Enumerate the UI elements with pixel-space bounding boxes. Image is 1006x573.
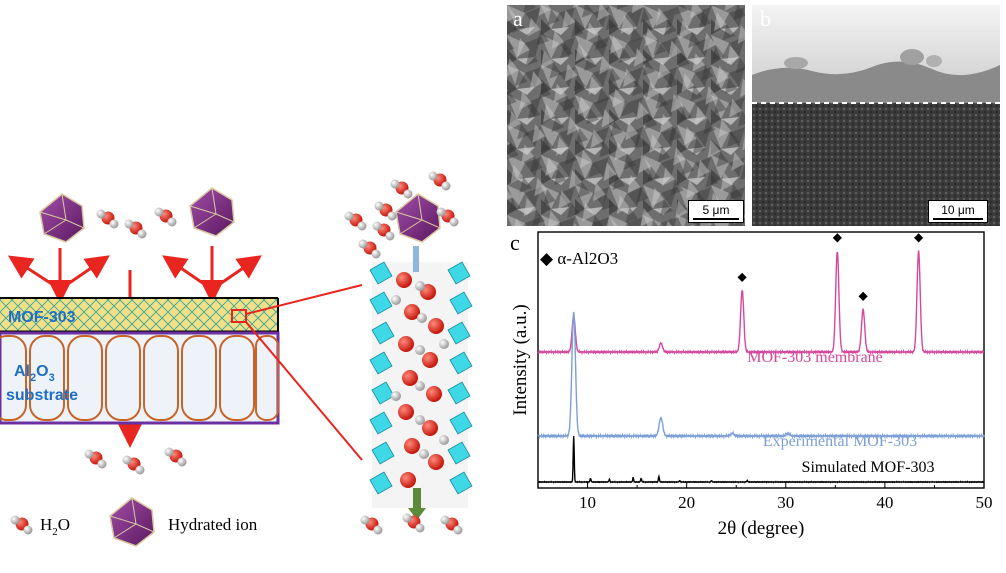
diamond-marker: ◆ bbox=[738, 269, 748, 283]
water-molecule-icon bbox=[96, 207, 177, 239]
hydrated-ion-icon bbox=[189, 187, 235, 237]
zoom-line bbox=[245, 284, 363, 315]
diamond-marker: ◆ bbox=[833, 230, 843, 244]
diamond-marker: ◆ bbox=[914, 230, 924, 244]
scalebar-b: 10 μm bbox=[928, 200, 988, 223]
series-label-0: MOF-303 membrane bbox=[747, 349, 883, 366]
substrate-label-line2: substrate bbox=[6, 387, 78, 404]
scalebar-a-label: 5 μm bbox=[702, 203, 730, 217]
x-tick-label: 30 bbox=[777, 493, 794, 512]
series-line-2 bbox=[537, 436, 985, 484]
diamond-marker: ◆ bbox=[858, 288, 868, 302]
x-tick-label: 50 bbox=[976, 493, 993, 512]
legend-ion-icon bbox=[109, 497, 155, 547]
panel-letter-b: b bbox=[760, 6, 771, 31]
hydrated-ion-icon bbox=[395, 193, 441, 243]
substrate-label: Al2O3 bbox=[14, 363, 55, 384]
sem-image-a bbox=[507, 5, 745, 226]
x-tick-label: 40 bbox=[876, 493, 893, 512]
scalebar-b-line bbox=[933, 218, 983, 220]
x-tick-label: 10 bbox=[579, 493, 596, 512]
xrd-chart: c ◆ α-Al2O3 MOF-303 membrane ◆ ◆ ◆ ◆ Experime… bbox=[510, 230, 993, 539]
series-label-2: Simulated MOF-303 bbox=[802, 459, 935, 476]
panel-letter-c: c bbox=[510, 230, 520, 255]
zoom-line bbox=[245, 321, 363, 461]
legend-ion-label: Hydrated ion bbox=[168, 515, 258, 534]
legend-diamond-label: ◆ α-Al2O3 bbox=[540, 249, 618, 268]
substrate bbox=[0, 331, 280, 425]
plot-frame bbox=[537, 231, 985, 489]
sem-image-b bbox=[752, 5, 1000, 226]
x-tick-label: 20 bbox=[678, 493, 695, 512]
mof-label: MOF-303 bbox=[8, 309, 76, 326]
series-line-1 bbox=[537, 311, 985, 440]
zoom-box bbox=[231, 309, 247, 323]
membrane-schematic: MOF-303 Al2O3 substrate bbox=[0, 171, 473, 547]
scalebar-a: 5 μm bbox=[688, 200, 744, 223]
series-line-0 bbox=[537, 250, 985, 356]
y-axis-label: Intensity (a.u.) bbox=[510, 304, 531, 415]
water-molecule-icon bbox=[84, 447, 187, 475]
x-axis-label: 2θ (degree) bbox=[718, 518, 805, 539]
channel-structure bbox=[369, 246, 473, 520]
mof-layer bbox=[0, 297, 279, 334]
scalebar-a-line bbox=[693, 218, 739, 220]
scalebar-b-label: 10 μm bbox=[941, 203, 975, 217]
legend-water-label: H2O bbox=[40, 515, 70, 538]
hydrated-ion-icon bbox=[39, 193, 85, 243]
legend-water-icon bbox=[10, 515, 33, 535]
panel-letter-a: a bbox=[513, 6, 523, 31]
series-label-1: Experimental MOF-303 bbox=[763, 433, 917, 450]
